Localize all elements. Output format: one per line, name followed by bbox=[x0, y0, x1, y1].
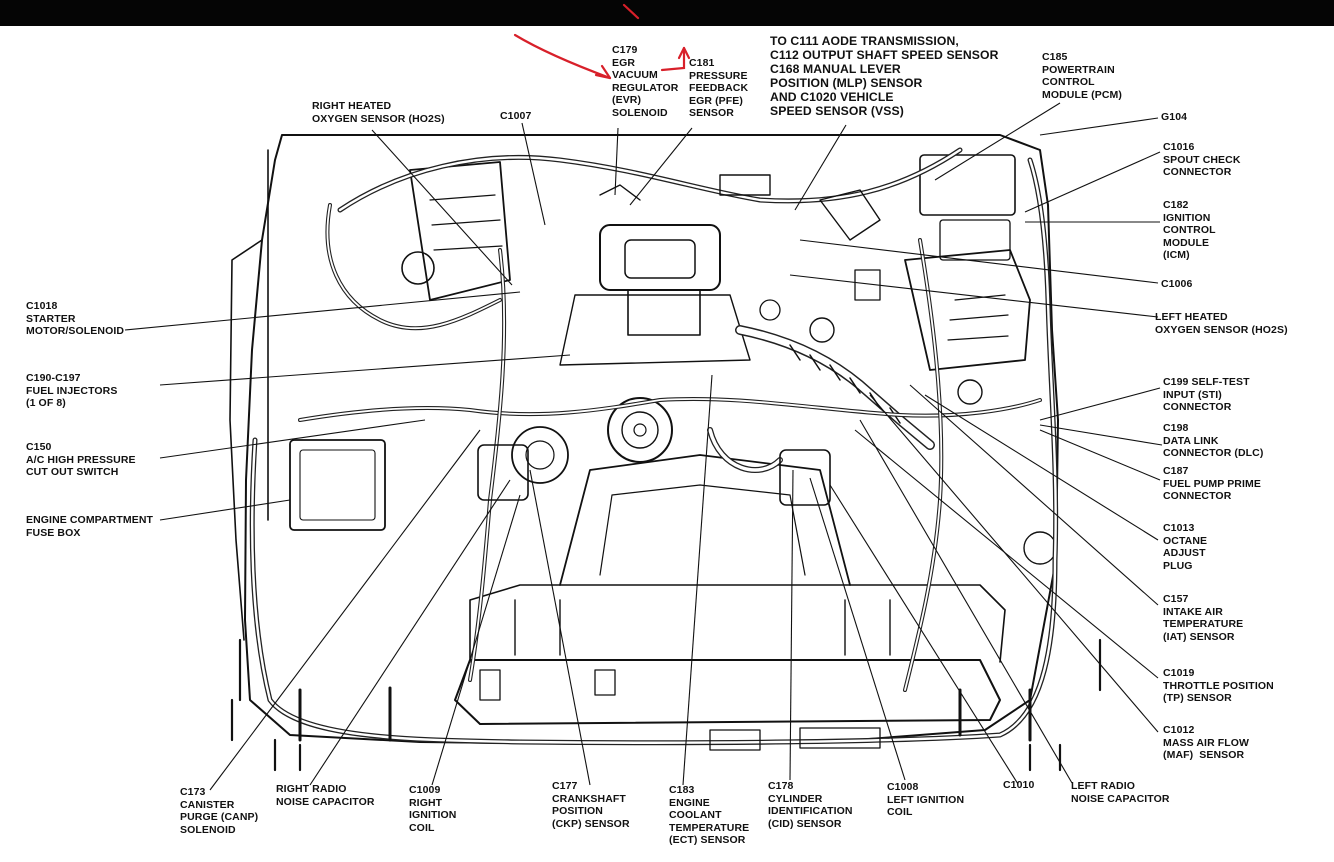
label-g104: G104 bbox=[1161, 111, 1188, 123]
label-c177: C177 CRANKSHAFT POSITION (CKP) SENSOR bbox=[552, 780, 630, 830]
label-c1019: C1019 THROTTLE POSITION (TP) SENSOR bbox=[1163, 667, 1274, 705]
label-c157: C157 INTAKE AIR TEMPERATURE (IAT) SENSOR bbox=[1163, 593, 1244, 643]
label-c1007: C1007 bbox=[500, 110, 532, 122]
label-c1018: C1018 STARTER MOTOR/SOLENOID bbox=[26, 300, 125, 338]
label-left-ho2s: LEFT HEATED OXYGEN SENSOR (HO2S) bbox=[1155, 311, 1288, 336]
label-c185: C185 POWERTRAIN CONTROL MODULE (PCM) bbox=[1042, 51, 1122, 101]
label-c1006-right: C1006 bbox=[1161, 278, 1193, 290]
fan-shroud bbox=[559, 454, 851, 586]
alternator bbox=[607, 397, 673, 463]
label-c198: C198 DATA LINK CONNECTOR (DLC) bbox=[1163, 422, 1264, 460]
label-c1010: C1010 bbox=[1003, 779, 1035, 791]
label-c1008: C1008 LEFT IGNITION COIL bbox=[887, 781, 965, 819]
label-fuse-box: ENGINE COMPARTMENT FUSE BOX bbox=[26, 514, 154, 539]
top-black-bar bbox=[0, 0, 1334, 26]
left-ignition-coil bbox=[779, 449, 831, 506]
label-transmission: TO C111 AODE TRANSMISSION, C112 OUTPUT S… bbox=[770, 34, 999, 118]
fuse-box bbox=[289, 439, 386, 531]
red-arrow-top bbox=[622, 3, 640, 20]
label-left-radio: LEFT RADIO NOISE CAPACITOR bbox=[1071, 780, 1170, 805]
leader-lines bbox=[124, 102, 1163, 791]
label-c1013: C1013 OCTANE ADJUST PLUG bbox=[1163, 522, 1208, 572]
intake-plenum bbox=[599, 224, 721, 291]
right-ignition-coil bbox=[477, 444, 529, 501]
label-c173: C173 CANISTER PURGE (CANP) SOLENOID bbox=[180, 786, 259, 836]
radiator-support bbox=[454, 659, 1001, 725]
label-c187: C187 FUEL PUMP PRIME CONNECTOR bbox=[1163, 465, 1261, 503]
red-arrow-evr bbox=[513, 33, 612, 80]
label-c190: C190-C197 FUEL INJECTORS (1 OF 8) bbox=[26, 372, 118, 410]
wiring-harness bbox=[249, 157, 1059, 746]
label-c182: C182 IGNITION CONTROL MODULE (ICM) bbox=[1163, 199, 1216, 262]
label-c181: C181 PRESSURE FEEDBACK EGR (PFE) SENSOR bbox=[689, 57, 749, 120]
label-c150: C150 A/C HIGH PRESSURE CUT OUT SWITCH bbox=[26, 441, 136, 479]
pcm-module bbox=[919, 154, 1016, 216]
label-c199: C199 SELF-TEST INPUT (STI) CONNECTOR bbox=[1163, 376, 1250, 414]
label-right-ho2s: RIGHT HEATED OXYGEN SENSOR (HO2S) bbox=[312, 100, 445, 125]
red-arrow-pfe bbox=[660, 46, 686, 72]
right-valve-cover bbox=[409, 161, 511, 301]
red-annotation-arrows bbox=[513, 3, 691, 80]
label-c1016: C1016 SPOUT CHECK CONNECTOR bbox=[1163, 141, 1241, 179]
label-c1012: C1012 MASS AIR FLOW (MAF) SENSOR bbox=[1163, 724, 1250, 762]
label-c1009: C1009 RIGHT IGNITION COIL bbox=[409, 784, 457, 834]
left-valve-cover bbox=[904, 249, 1031, 371]
label-c183: C183 ENGINE COOLANT TEMPERATURE (ECT) SE… bbox=[669, 784, 750, 847]
label-c178: C178 CYLINDER IDENTIFICATION (CID) SENSO… bbox=[768, 780, 853, 830]
air-intake-duct bbox=[735, 325, 935, 450]
label-right-radio: RIGHT RADIO NOISE CAPACITOR bbox=[276, 783, 375, 808]
label-c179: C179 EGR VACUUM REGULATOR (EVR) SOLENOID bbox=[612, 44, 679, 119]
